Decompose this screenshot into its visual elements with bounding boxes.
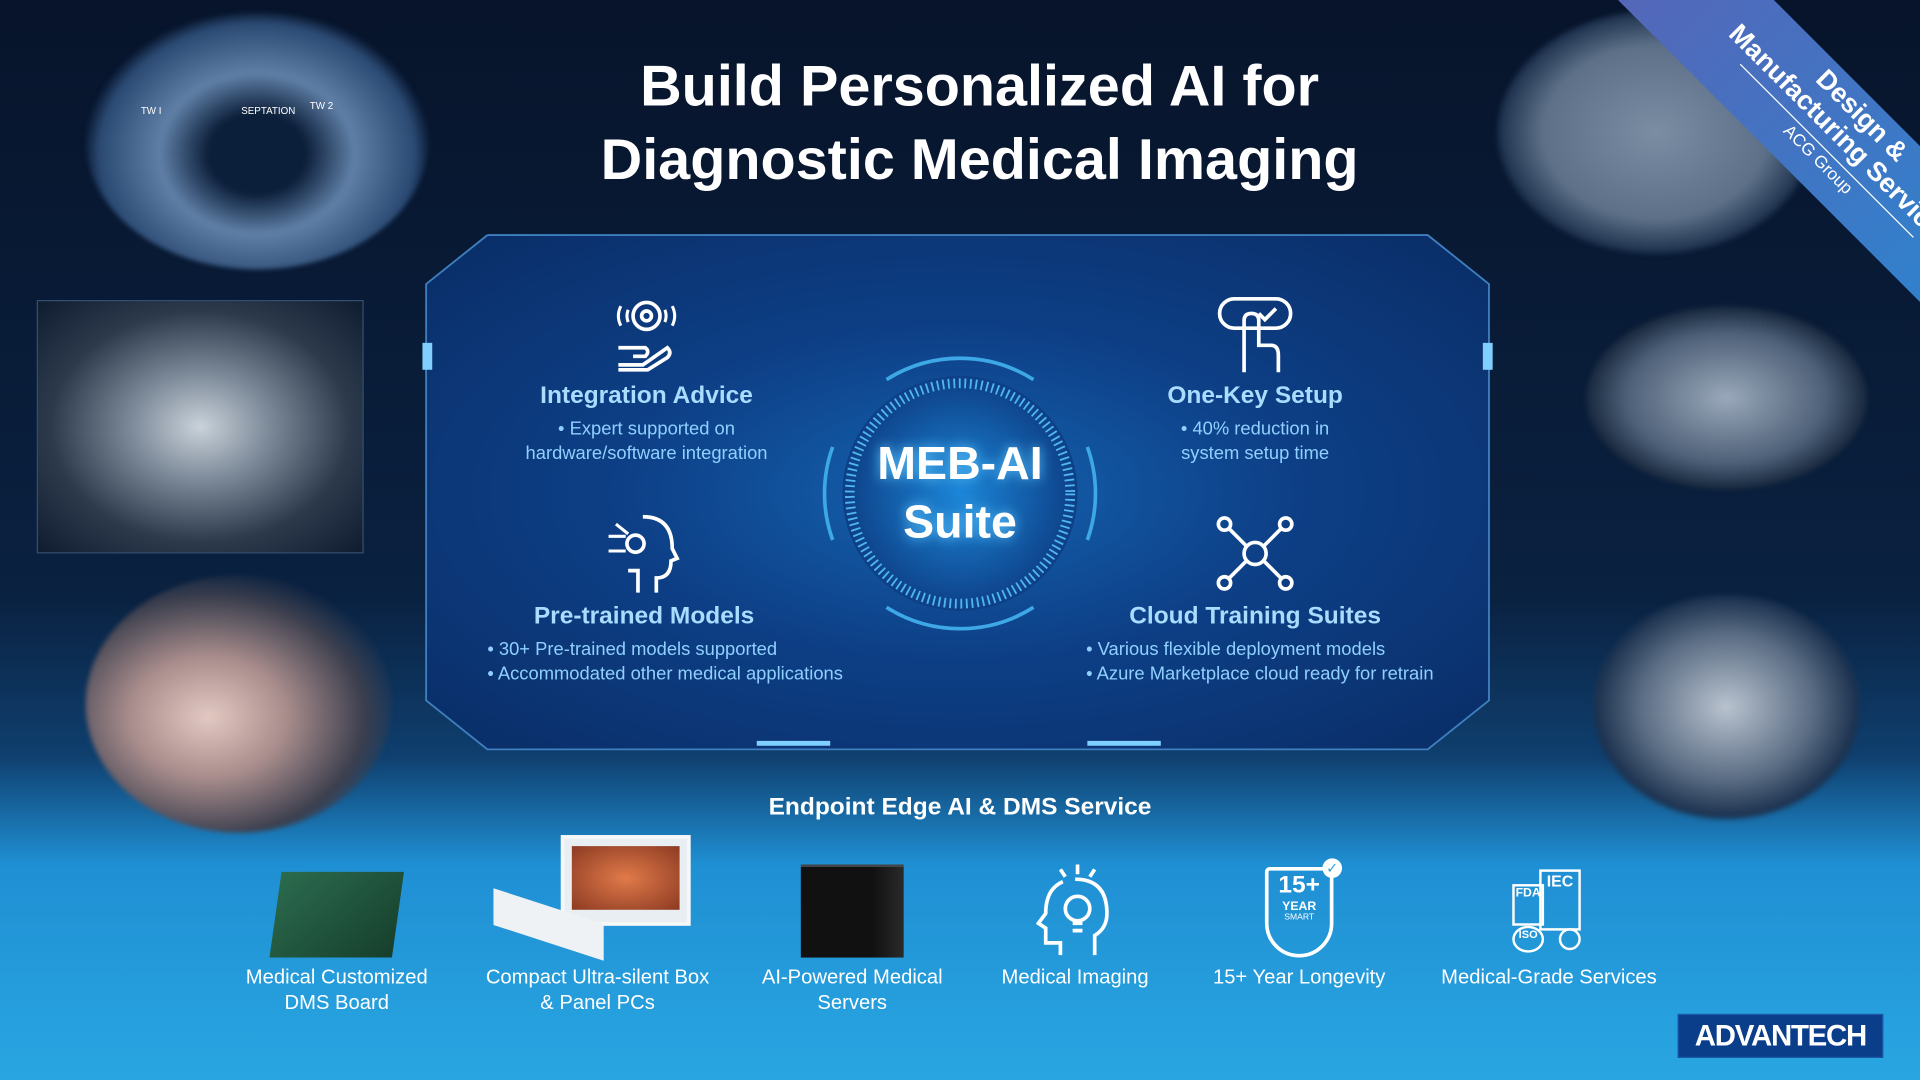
feature-title: One-Key Setup bbox=[1167, 382, 1343, 409]
product-longevity: 15+ YEAR SMART ✓ 15+ Year Longevity bbox=[1177, 845, 1422, 991]
product-medical-imaging: Medical Imaging bbox=[953, 845, 1198, 991]
feature-bullet: • Expert supported on bbox=[558, 418, 736, 440]
product-label: AI-Powered Medical bbox=[761, 966, 943, 989]
badge-smart: SMART bbox=[1284, 913, 1315, 923]
feature-title: Pre-trained Models bbox=[533, 602, 755, 630]
badge-year: YEAR bbox=[1282, 900, 1317, 914]
product-label: DMS Board bbox=[284, 991, 389, 1014]
ultrasound-label: TW 2 bbox=[309, 100, 334, 112]
dms-board-image bbox=[269, 871, 404, 958]
server-image bbox=[800, 864, 904, 958]
center-line1: MEB-AI bbox=[877, 438, 1043, 490]
ultrasound-label: SEPTATION bbox=[241, 105, 296, 117]
ct-grid-image bbox=[1591, 593, 1862, 821]
panel-pc-image bbox=[560, 835, 691, 926]
network-gears-icon bbox=[1216, 516, 1294, 591]
product-label: & Panel PCs bbox=[540, 991, 655, 1014]
ultrasound-image bbox=[85, 12, 429, 270]
feature-integration-advice: Integration Advice • Expert supported on… bbox=[426, 294, 867, 467]
gear-hand-icon bbox=[616, 300, 677, 372]
meb-ai-suite-label: MEB-AI Suite bbox=[816, 435, 1105, 553]
feature-cloud-training-suites: Cloud Training Suites • Various flexible… bbox=[1010, 512, 1500, 687]
product-label: Medical-Grade Services bbox=[1441, 966, 1657, 989]
panel-frame bbox=[422, 234, 1493, 751]
check-icon: ✓ bbox=[1322, 858, 1343, 878]
iec-label: IEC bbox=[1539, 869, 1581, 931]
badge-number: 15+ bbox=[1278, 871, 1320, 899]
product-medical-grade-services: FDA IEC ISO Medical-Grade Services bbox=[1427, 845, 1672, 991]
ai-head-icon bbox=[608, 514, 680, 593]
meb-ai-suite-ring bbox=[822, 356, 1098, 631]
ultrasound-label: TW I bbox=[140, 105, 162, 117]
advantech-logo: ADVANTECH bbox=[1677, 1013, 1884, 1058]
section-subtitle: Endpoint Edge AI & DMS Service bbox=[768, 793, 1152, 821]
certificate-icon: FDA IEC ISO bbox=[1512, 869, 1585, 957]
title-line1: Build Personalized AI for bbox=[640, 52, 1320, 118]
fda-label: FDA bbox=[1512, 884, 1545, 926]
feature-bullet: • 30+ Pre-trained models supported bbox=[487, 639, 778, 661]
feature-bullet: • Azure Marketplace cloud ready for retr… bbox=[1086, 663, 1434, 685]
feature-bullet: system setup time bbox=[1181, 443, 1330, 465]
center-line2: Suite bbox=[903, 497, 1017, 549]
lightbulb-head-icon bbox=[1035, 864, 1109, 956]
endoscopy-image bbox=[85, 575, 392, 833]
feature-one-key-setup: One-Key Setup • 40% reduction in system s… bbox=[1035, 294, 1476, 467]
feature-bullet: • Accommodated other medical application… bbox=[487, 663, 843, 685]
15-year-shield-icon: 15+ YEAR SMART ✓ bbox=[1264, 858, 1343, 958]
product-label: Medical Customized bbox=[245, 966, 428, 989]
feature-pre-trained-models: Pre-trained Models • 30+ Pre-trained mod… bbox=[399, 512, 889, 687]
feature-bullet: • 40% reduction in bbox=[1180, 418, 1330, 440]
product-label: Compact Ultra-silent Box bbox=[485, 966, 710, 989]
product-label: Servers bbox=[817, 991, 888, 1014]
feature-bullet: • Various flexible deployment models bbox=[1086, 639, 1386, 661]
feature-title: Integration Advice bbox=[540, 382, 753, 409]
product-box-panel-pc: Compact Ultra-silent Box& Panel PCs bbox=[475, 835, 720, 1016]
product-label: Medical Imaging bbox=[1001, 966, 1149, 989]
ct-pelvis-image bbox=[1585, 306, 1868, 490]
feature-title: Cloud Training Suites bbox=[1129, 602, 1381, 630]
dental-xray-image bbox=[36, 300, 364, 554]
iso-label: ISO bbox=[1512, 925, 1545, 953]
title-line2: Diagnostic Medical Imaging bbox=[600, 126, 1359, 192]
feature-bullet: hardware/software integration bbox=[525, 443, 768, 465]
product-label: 15+ Year Longevity bbox=[1212, 966, 1386, 989]
finger-press-icon bbox=[1217, 296, 1293, 373]
